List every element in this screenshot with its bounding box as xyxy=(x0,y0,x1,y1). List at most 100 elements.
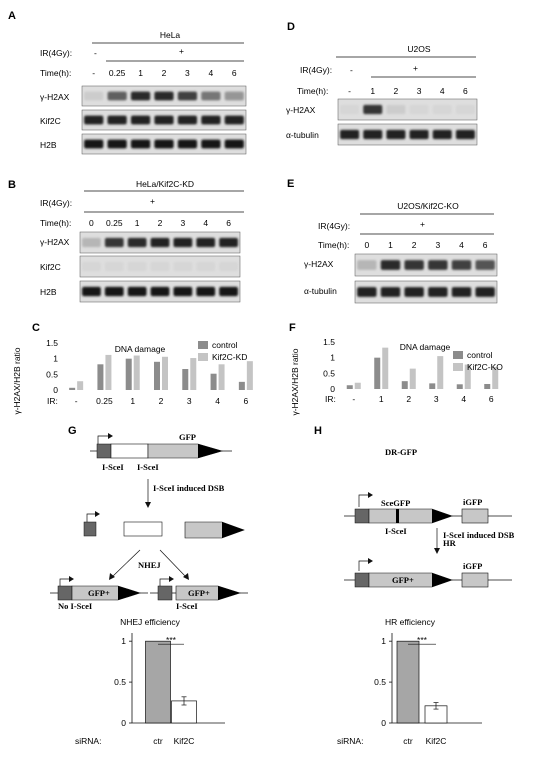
bar-f-control-5 xyxy=(484,383,491,389)
panel-a-ir-minus: - xyxy=(94,48,97,58)
panel-b-ir-plus: + xyxy=(150,196,155,206)
panel-e-row-gh2ax: γ-H2AX xyxy=(304,259,334,269)
band-a-0-6 xyxy=(224,91,244,101)
panel-c-title: DNA damage xyxy=(115,344,166,354)
bar-f-control-2 xyxy=(401,381,408,389)
band-e-1-4 xyxy=(451,287,472,297)
ytick-h-1: 0.5 xyxy=(374,677,386,687)
legend-label-f-1: Kif2C-KO xyxy=(467,362,503,372)
panel-g-letter: G xyxy=(68,425,77,437)
panel-c-xprefix: IR: xyxy=(47,396,58,406)
band-b-1-3 xyxy=(150,261,170,272)
band-a-0-4 xyxy=(177,91,198,101)
lane-label-a-5: 4 xyxy=(208,68,213,78)
lane-label-b-1: 0.25 xyxy=(106,218,123,228)
legend-label-c-0: control xyxy=(212,340,238,350)
panel-b-row-kif2c: Kif2C xyxy=(40,262,61,272)
xtick-c-2: 1 xyxy=(130,396,135,406)
igfp-bottom-label: iGFP xyxy=(463,561,482,571)
ytick-g-0: 0 xyxy=(121,718,126,728)
bar-c-control-0 xyxy=(69,387,76,390)
legend-swatch-c-0 xyxy=(198,341,208,349)
xtick-f-5: 6 xyxy=(489,394,494,404)
band-e-1-1 xyxy=(380,287,401,297)
xtick-f-4: 4 xyxy=(461,394,466,404)
band-b-0-3 xyxy=(150,237,170,248)
panel-h-letter: H xyxy=(314,425,322,437)
xtick-c-4: 3 xyxy=(187,396,192,406)
bar-c-kif2c-kd-1 xyxy=(105,354,112,390)
band-d-1-2 xyxy=(386,129,406,140)
bar-f-kif2c-ko-5 xyxy=(492,367,499,389)
ytick-c-2: 1 xyxy=(53,354,58,364)
panel-d-title: U2OS xyxy=(407,44,430,54)
band-e-0-5 xyxy=(475,260,495,270)
bar-f-kif2c-ko-3 xyxy=(437,356,444,389)
panel-d-row-gh2ax: γ-H2AX xyxy=(286,105,316,115)
dr-gfp-title: DR-GFP xyxy=(385,447,417,457)
panel-f-title: DNA damage xyxy=(400,342,451,352)
bar-c-kif2c-kd-3 xyxy=(162,356,168,390)
band-b-0-6 xyxy=(219,237,238,248)
band-a-1-2 xyxy=(130,115,151,125)
xtick-h-0: ctr xyxy=(403,736,413,746)
dsb-h-label-2: HR xyxy=(443,538,457,548)
lane-label-a-2: 1 xyxy=(138,68,143,78)
panel-h: H DR-GFP SceGFP iGFP I-SceI I-SceI induc… xyxy=(314,425,515,588)
band-a-0-1 xyxy=(107,91,127,101)
xtick-c-3: 2 xyxy=(159,396,164,406)
band-b-0-4 xyxy=(173,237,193,248)
ytick-f-0: 0 xyxy=(330,384,335,394)
bar-f-control-0 xyxy=(346,385,353,389)
band-a-1-4 xyxy=(177,115,198,125)
no-isce-label: No I-SceI xyxy=(58,601,93,611)
band-e-1-0 xyxy=(357,287,377,297)
panel-d-letter: D xyxy=(287,21,295,33)
nhej-label: NHEJ xyxy=(138,560,161,570)
panel-c: C γ-H2AX/H2B ratio DNA damage IR: 00.511… xyxy=(12,322,253,415)
isce-h-label: I-SceI xyxy=(385,526,407,536)
lane-label-b-6: 6 xyxy=(226,218,231,228)
gfp-plus-right-label: GFP+ xyxy=(188,588,210,598)
bar-c-control-1 xyxy=(97,364,104,390)
band-b-0-5 xyxy=(196,237,216,248)
band-a-1-6 xyxy=(224,115,244,125)
legend-label-f-0: control xyxy=(467,350,493,360)
band-d-0-3 xyxy=(409,104,429,115)
band-a-0-2 xyxy=(130,91,151,101)
band-a-1-0 xyxy=(84,115,104,125)
down-arrow-icon xyxy=(145,502,151,508)
lane-label-a-0: - xyxy=(92,68,95,78)
band-e-1-2 xyxy=(404,287,424,297)
lane-label-b-5: 4 xyxy=(203,218,208,228)
band-e-1-3 xyxy=(428,287,448,297)
lane-label-e-0: 0 xyxy=(364,240,369,250)
panel-d-ir-plus: + xyxy=(413,63,418,73)
band-b-1-4 xyxy=(173,261,193,272)
panel-a-ir-label: IR(4Gy): xyxy=(40,48,72,58)
lane-label-e-3: 3 xyxy=(435,240,440,250)
band-b-2-2 xyxy=(127,286,147,297)
band-b-2-1 xyxy=(104,286,124,297)
band-b-2-0 xyxy=(82,286,101,297)
lane-label-b-2: 1 xyxy=(135,218,140,228)
panel-e-ir-label: IR(4Gy): xyxy=(318,221,350,231)
band-b-1-2 xyxy=(127,261,147,272)
band-e-0-1 xyxy=(380,260,401,270)
ytick-g-1: 0.5 xyxy=(114,677,126,687)
panel-a-letter: A xyxy=(8,10,16,22)
legend-swatch-c-1 xyxy=(198,353,208,361)
ytick-c-0: 0 xyxy=(53,385,58,395)
bar-f-control-3 xyxy=(429,383,436,389)
dsb-h-label-1: I-SceI induced DSB xyxy=(443,530,515,540)
bar-c-control-6 xyxy=(238,381,245,390)
excised-fragment xyxy=(123,521,163,537)
band-a-2-5 xyxy=(201,139,221,149)
bar-f-kif2c-ko-4 xyxy=(464,364,471,389)
band-e-0-2 xyxy=(404,260,424,270)
panel-d-row-tubulin: α-tubulin xyxy=(286,130,319,140)
xtick-f-1: 1 xyxy=(379,394,384,404)
ytick-c-3: 1.5 xyxy=(46,338,58,348)
bar-c-control-3 xyxy=(154,361,160,390)
